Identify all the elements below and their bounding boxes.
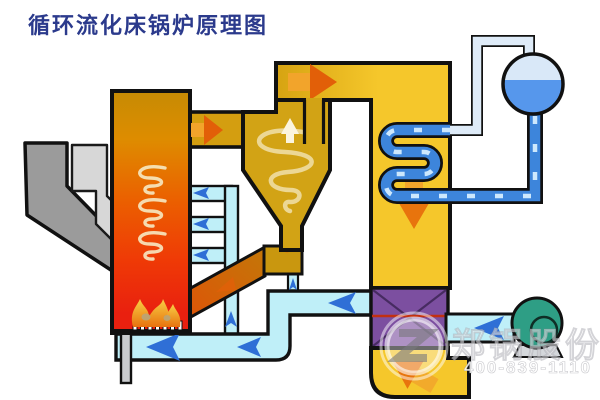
cyclone-vortex-icon: [256, 128, 323, 214]
air-flow-arrow-icon: [237, 337, 261, 357]
ash-drain-pipe: [119, 331, 133, 385]
vortex-finder: [302, 98, 326, 144]
air-flow-arrow-icon: [193, 218, 209, 230]
furnace-grate: [112, 329, 192, 334]
gas-flow-arrow-icon: [288, 64, 337, 100]
flame-icon: [131, 299, 181, 327]
gas-up-arrow-icon: [281, 118, 299, 143]
watermark-logo: [379, 311, 449, 381]
gas-flow-arrow-icon: [191, 115, 223, 145]
fan-hub: [529, 315, 559, 345]
air-flow-arrow-icon: [474, 316, 504, 340]
air-flow-arrow-icon: [328, 292, 356, 314]
superheater-coil: [378, 112, 543, 204]
air-flow-arrow-icon: [193, 249, 209, 261]
steam-pipe: [448, 35, 535, 136]
return-flow-arrow-icon: [216, 277, 236, 292]
air-flow-arrow-icon: [146, 333, 180, 361]
watermark-phone: 400-839-1110: [464, 358, 592, 377]
air-flow-arrow-icon: [193, 187, 209, 199]
air-flow-arrow-icon: [289, 278, 297, 290]
steam-drum: [501, 52, 565, 116]
page-title: 循环流化床锅炉原理图: [28, 13, 269, 38]
air-flow-arrow-icon: [225, 311, 237, 327]
watermark-brand: 郑锅股份: [451, 327, 600, 365]
